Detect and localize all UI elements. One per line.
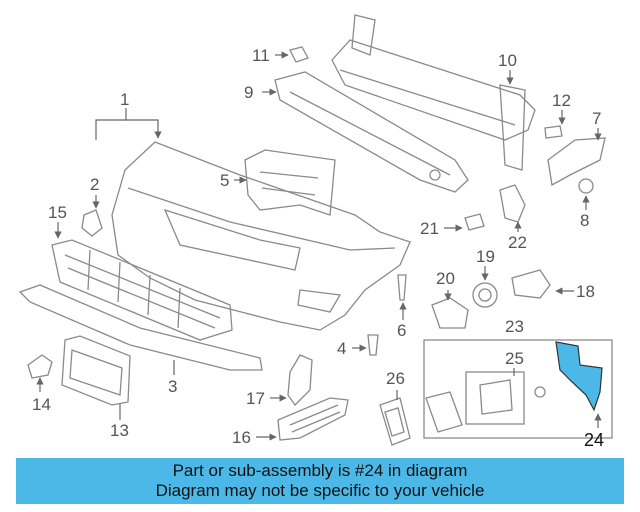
bumper-reinforcement-part (331, 14, 536, 171)
callout-3: 3 (168, 377, 177, 396)
callout-13: 13 (110, 421, 129, 440)
clip-part-2 (81, 209, 103, 237)
banner-line-2: Diagram may not be specific to your vehi… (155, 481, 485, 500)
parts-diagram: 1 2 3 4 5 6 7 8 9 10 11 12 13 14 15 16 1… (18, 14, 613, 450)
bracket-part-7 (547, 137, 606, 187)
highlighted-bracket-24 (555, 341, 603, 412)
callout-19: 19 (476, 247, 495, 266)
callout-1: 1 (120, 90, 129, 109)
bracket-part-22 (499, 184, 526, 223)
callout-8: 8 (580, 211, 589, 230)
module-part-25 (465, 371, 546, 425)
callout-22: 22 (508, 233, 527, 252)
impact-absorber-part (274, 71, 469, 193)
spoiler-strip-part (18, 284, 263, 371)
callout-10: 10 (498, 51, 517, 70)
callout-26: 26 (386, 369, 405, 388)
callout-7: 7 (592, 109, 601, 128)
screw-part-11 (289, 46, 309, 63)
bracket-part-5 (244, 149, 336, 216)
callout-18: 18 (576, 282, 595, 301)
callout-9: 9 (244, 83, 253, 102)
sensor-part-26 (379, 397, 411, 446)
screw-part-12 (544, 125, 563, 139)
banner-line-1: Part or sub-assembly is #24 in diagram (172, 461, 468, 480)
screw-part-4 (367, 334, 379, 356)
trim-part-16 (277, 397, 349, 441)
sub-assembly-box (423, 339, 613, 439)
holder-part-20 (431, 297, 469, 329)
leader-lines (36, 51, 602, 441)
module-part-23 (425, 391, 463, 433)
grommet-part-19 (472, 282, 498, 308)
nut-part-8 (578, 178, 594, 194)
callout-20: 20 (436, 269, 455, 288)
callout-23: 23 (505, 317, 524, 336)
callout-21: 21 (420, 219, 439, 238)
screw-part-6 (397, 274, 407, 301)
callout-25: 25 (505, 349, 524, 368)
callout-12: 12 (552, 91, 571, 110)
screw-part-21 (464, 213, 485, 231)
callout-6: 6 (397, 321, 406, 340)
callout-11: 11 (252, 46, 270, 65)
clip-part-14 (27, 354, 53, 379)
info-banner: Part or sub-assembly is #24 in diagram D… (16, 458, 624, 504)
bracket-part-17 (287, 354, 313, 407)
callout-14: 14 (32, 395, 51, 414)
callout-15: 15 (48, 203, 67, 222)
callout-17: 17 (246, 389, 265, 408)
callout-2: 2 (90, 175, 99, 194)
lower-grille-part (51, 239, 233, 341)
callout-24: 24 (584, 430, 604, 450)
callout-4: 4 (337, 339, 346, 358)
sensor-part-18 (511, 269, 551, 299)
callout-5: 5 (220, 171, 229, 190)
bumper-cover-part (111, 141, 411, 331)
callout-16: 16 (232, 428, 251, 447)
license-bracket-part (61, 335, 131, 406)
